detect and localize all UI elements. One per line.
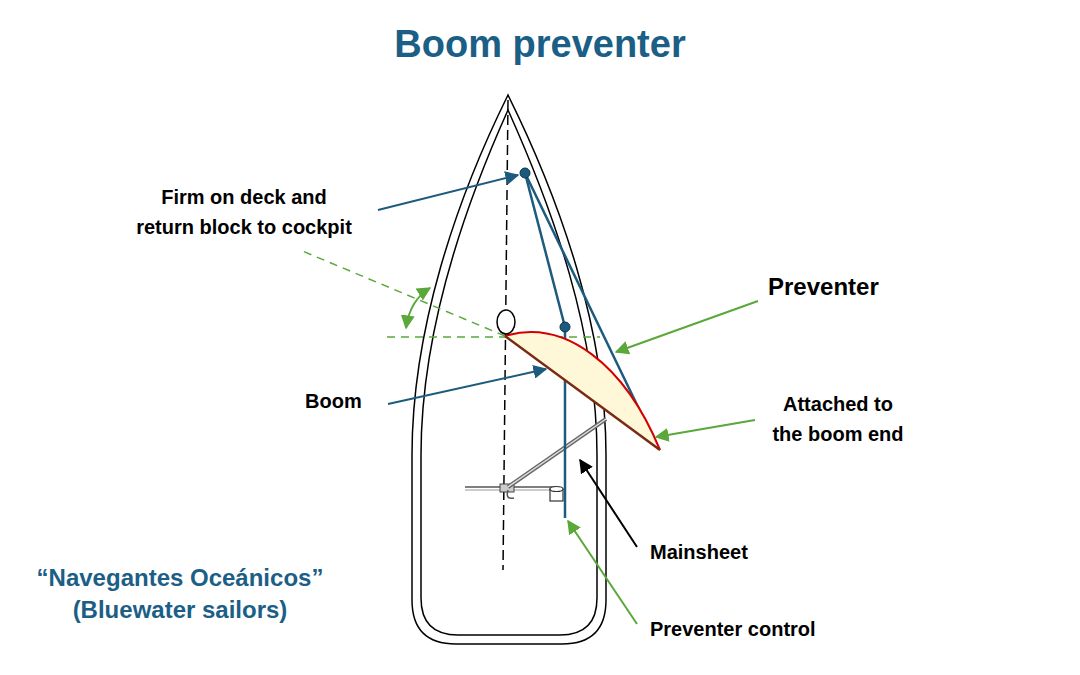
part-label: Boom xyxy=(305,386,362,416)
callout-label: Attached to the boom end xyxy=(738,389,938,449)
part-label: Mainsheet xyxy=(650,537,748,567)
part-label: Preventer xyxy=(768,272,879,302)
part-label: Preventer control xyxy=(650,614,816,644)
leader-arrow xyxy=(388,369,546,404)
angle-reference xyxy=(300,250,505,336)
preventer-line xyxy=(525,173,565,327)
turning-block xyxy=(560,322,570,332)
diagram-title: Boom preventer xyxy=(240,20,840,68)
mainsail xyxy=(505,332,660,450)
angle-arrow xyxy=(406,288,430,328)
text-line: Attached to xyxy=(783,393,893,415)
mast xyxy=(497,310,515,334)
tiller xyxy=(507,490,514,498)
winch xyxy=(550,487,563,492)
callout-label: Firm on deck and return block to cockpit xyxy=(109,182,379,242)
text-line: return block to cockpit xyxy=(136,216,352,238)
text-line: “Navegantes Oceánicos” xyxy=(37,564,324,591)
leader-arrow xyxy=(378,175,518,210)
deck-block xyxy=(520,168,530,178)
boom xyxy=(505,336,660,450)
leader-arrow xyxy=(656,420,755,437)
text-line: (Bluewater sailors) xyxy=(73,596,288,623)
angle-reference xyxy=(387,336,600,338)
text-line: the boom end xyxy=(772,423,903,445)
text-line: Firm on deck and xyxy=(161,186,327,208)
credit-watermark: “Navegantes Oceánicos” (Bluewater sailor… xyxy=(10,562,350,626)
leader-arrow xyxy=(568,521,637,624)
leader-arrow xyxy=(580,460,637,547)
leader-arrow xyxy=(616,301,758,352)
sail-edge xyxy=(505,332,660,450)
